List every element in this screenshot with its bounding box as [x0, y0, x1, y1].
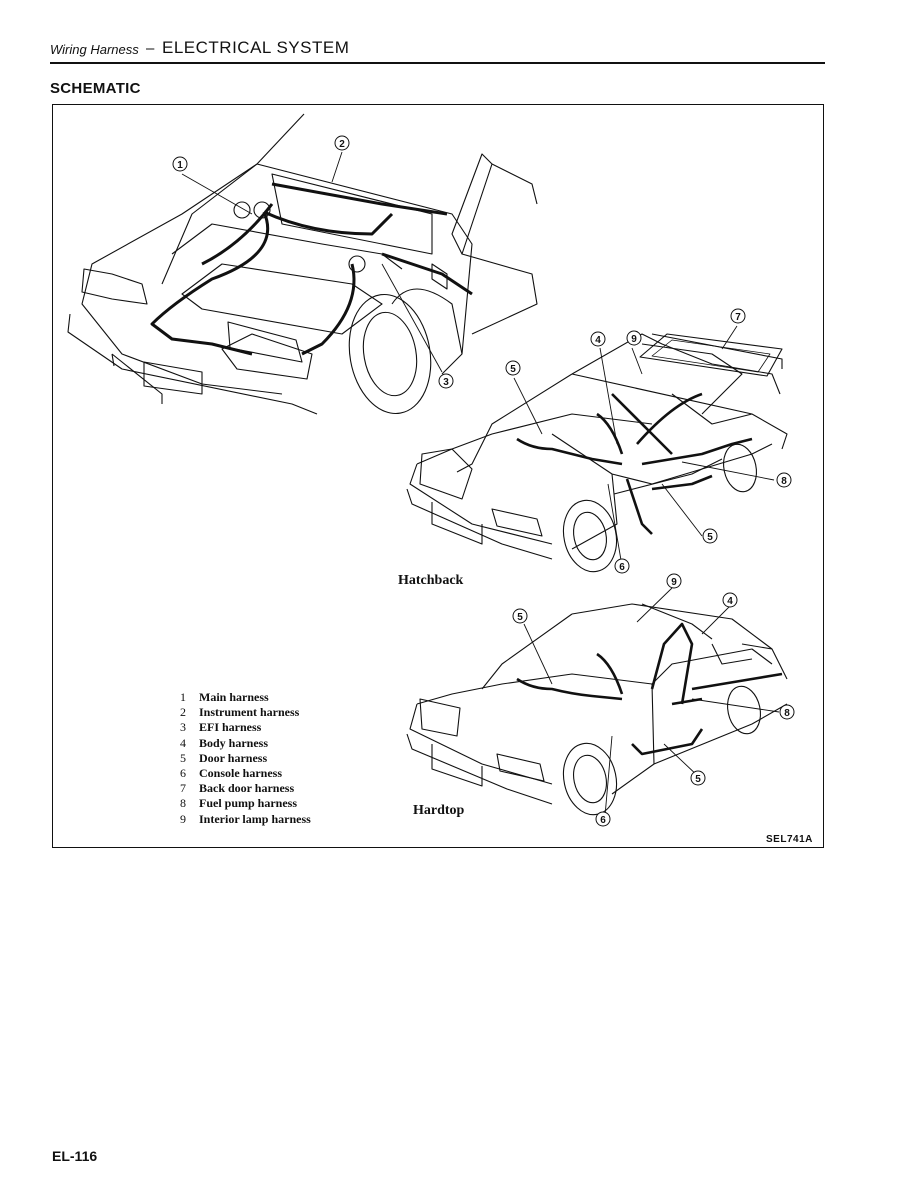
- page-title: SCHEMATIC: [50, 80, 141, 97]
- header-dash: –: [146, 40, 155, 57]
- svg-text:4: 4: [727, 596, 733, 607]
- callout-6b: 6: [595, 811, 611, 827]
- svg-text:8: 8: [784, 708, 790, 719]
- svg-text:6: 6: [619, 562, 625, 573]
- callout-8a: 8: [776, 472, 792, 488]
- hardtop-car: [406, 603, 788, 816]
- svg-text:5: 5: [695, 774, 701, 785]
- callout-5d: 5: [690, 770, 706, 786]
- engine-bay-car: [67, 113, 538, 415]
- svg-text:2: 2: [339, 139, 345, 150]
- section-name: Wiring Harness: [50, 42, 139, 57]
- callout-5a: 5: [505, 360, 521, 376]
- page-header: Wiring Harness – ELECTRICAL SYSTEM: [50, 36, 825, 64]
- figure-code: SEL741A: [766, 834, 813, 845]
- caption-hardtop: Hardtop: [413, 803, 465, 818]
- hatchback-car: [406, 333, 788, 573]
- callout-5c: 5: [512, 608, 528, 624]
- back-door: [639, 333, 783, 377]
- callout-3: 3: [438, 373, 454, 389]
- caption-hatchback: Hatchback: [398, 573, 464, 588]
- engine-harness-lines: [150, 182, 473, 356]
- leader-lines: [181, 151, 780, 817]
- svg-text:1: 1: [177, 160, 183, 171]
- svg-text:8: 8: [781, 476, 787, 487]
- svg-text:6: 6: [600, 815, 606, 826]
- wiring-illustration: 1 2 3 4 9 7 5 8 5 6 9 4 5 8 5 6: [67, 113, 795, 827]
- figure-frame: [52, 104, 824, 848]
- svg-text:5: 5: [510, 364, 516, 375]
- callout-4b: 4: [722, 592, 738, 608]
- hatchback-harness-lines: [516, 392, 753, 535]
- svg-text:9: 9: [631, 334, 637, 345]
- svg-text:3: 3: [443, 377, 449, 388]
- svg-text:4: 4: [595, 335, 601, 346]
- hardtop-harness-lines: [516, 622, 783, 756]
- system-name: ELECTRICAL SYSTEM: [162, 38, 350, 57]
- callout-2: 2: [334, 135, 350, 151]
- callout-5b: 5: [702, 528, 718, 544]
- callout-9b: 9: [666, 573, 682, 589]
- svg-text:7: 7: [735, 312, 741, 323]
- svg-text:9: 9: [671, 577, 677, 588]
- callout-8b: 8: [779, 704, 795, 720]
- callout-6a: 6: [614, 558, 630, 574]
- svg-text:5: 5: [707, 532, 713, 543]
- callout-9a: 9: [626, 330, 642, 346]
- callout-1: 1: [172, 156, 188, 172]
- page-number: EL-116: [52, 1148, 98, 1164]
- callout-7: 7: [730, 308, 746, 324]
- callout-4a: 4: [590, 331, 606, 347]
- svg-text:5: 5: [517, 612, 523, 623]
